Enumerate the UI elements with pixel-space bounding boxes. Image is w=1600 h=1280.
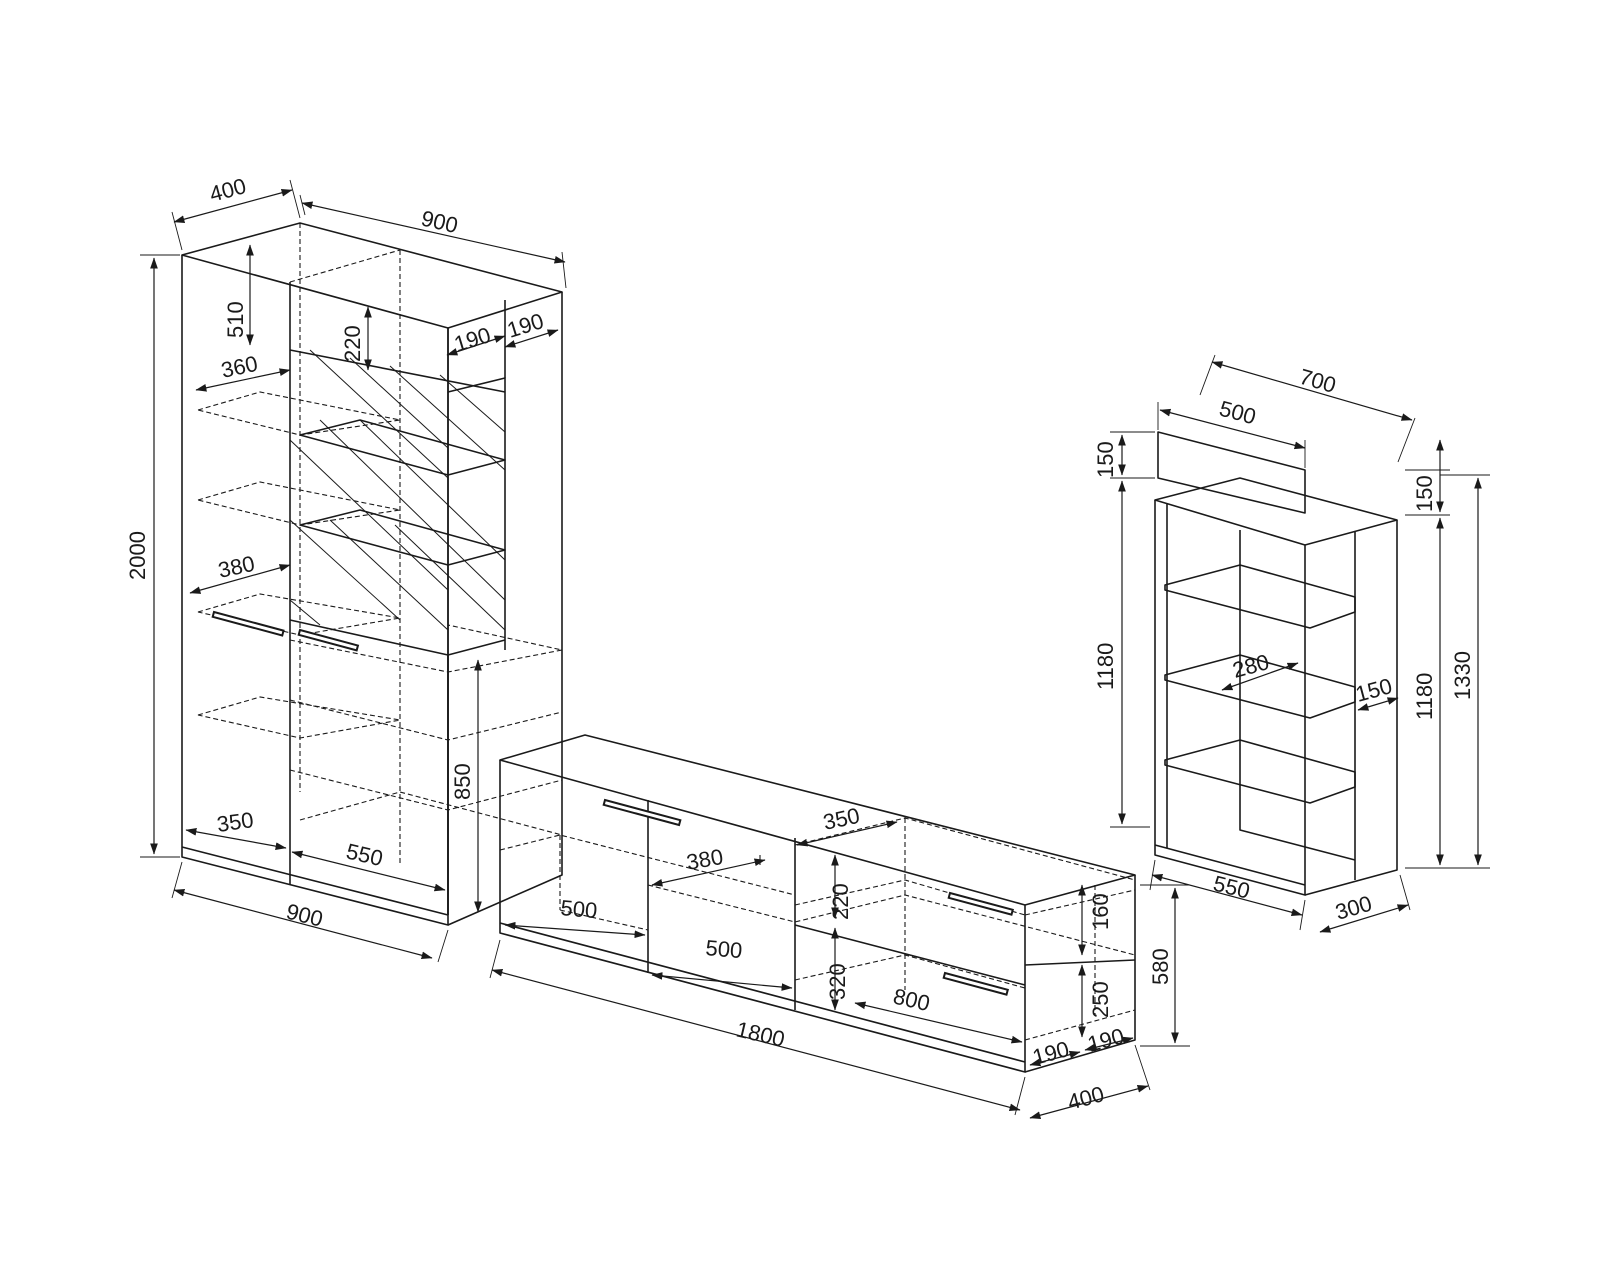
tall-cabinet-top-side-left-label: 190 xyxy=(451,322,493,357)
tv-drawer-bottom-height-label: 320 xyxy=(825,963,850,1000)
bookshelf-width-label: 550 xyxy=(1211,871,1253,904)
tv-left-section-width-label: 500 xyxy=(560,895,599,923)
bookshelf-back-panel-height-label: 150 xyxy=(1093,441,1118,478)
tv-drawer-top-height-label: 220 xyxy=(828,883,853,920)
tall-cabinet-depth-top-label: 400 xyxy=(207,173,249,207)
bookshelf-left-body-height-label: 1180 xyxy=(1093,643,1118,690)
dimension-lines xyxy=(140,179,1490,1119)
bookshelf-right-body-height-label: 1180 xyxy=(1412,673,1437,720)
tv-right-side-right-label: 190 xyxy=(1085,1023,1127,1057)
tv-right-top-height-label: 160 xyxy=(1088,893,1113,930)
tv-right-bottom-height-label: 250 xyxy=(1088,981,1113,1018)
tall-cabinet-shelf-depth-middle-label: 380 xyxy=(216,551,257,583)
tall-cabinet-bottom-depth-label: 350 xyxy=(215,807,255,837)
tv-drawer-width-label: 800 xyxy=(891,984,932,1017)
bookshelf-total-height-label: 1330 xyxy=(1450,651,1475,700)
tall-cabinet-width-bottom-label: 900 xyxy=(284,899,326,932)
tv-height-label: 580 xyxy=(1148,948,1173,985)
tall-cabinet-top-inner-label: 220 xyxy=(340,325,365,362)
tv-drawer-depth-label: 350 xyxy=(821,803,862,835)
tv-depth-label: 400 xyxy=(1065,1081,1107,1115)
tv-middle-section-width-label: 500 xyxy=(705,935,744,963)
tall-cabinet-lower-door-height-label: 850 xyxy=(450,763,475,800)
bookshelf xyxy=(1154,431,1398,896)
tv-length-label: 1800 xyxy=(734,1017,787,1052)
tall-cabinet xyxy=(181,222,563,926)
bookshelf-depth-label: 300 xyxy=(1332,891,1374,925)
tall-cabinet-width-top-label: 900 xyxy=(419,206,460,239)
bookshelf-right-top-height-label: 150 xyxy=(1412,475,1437,512)
bookshelf-shelf-depth-label: 280 xyxy=(1230,649,1272,683)
bookshelf-side-depth-label: 150 xyxy=(1353,673,1395,707)
tall-cabinet-top-side-right-label: 190 xyxy=(504,308,546,343)
bookshelf-back-panel-width-label: 500 xyxy=(1217,396,1259,430)
bookshelf-top-width-label: 700 xyxy=(1297,364,1339,398)
tv-right-side-left-label: 190 xyxy=(1030,1036,1072,1070)
tall-cabinet-top-compartment-label: 510 xyxy=(223,301,248,338)
dimension-labels: 400 900 2000 510 220 190 190 360 380 850… xyxy=(125,173,1475,1115)
tall-cabinet-height-label: 2000 xyxy=(125,531,150,580)
